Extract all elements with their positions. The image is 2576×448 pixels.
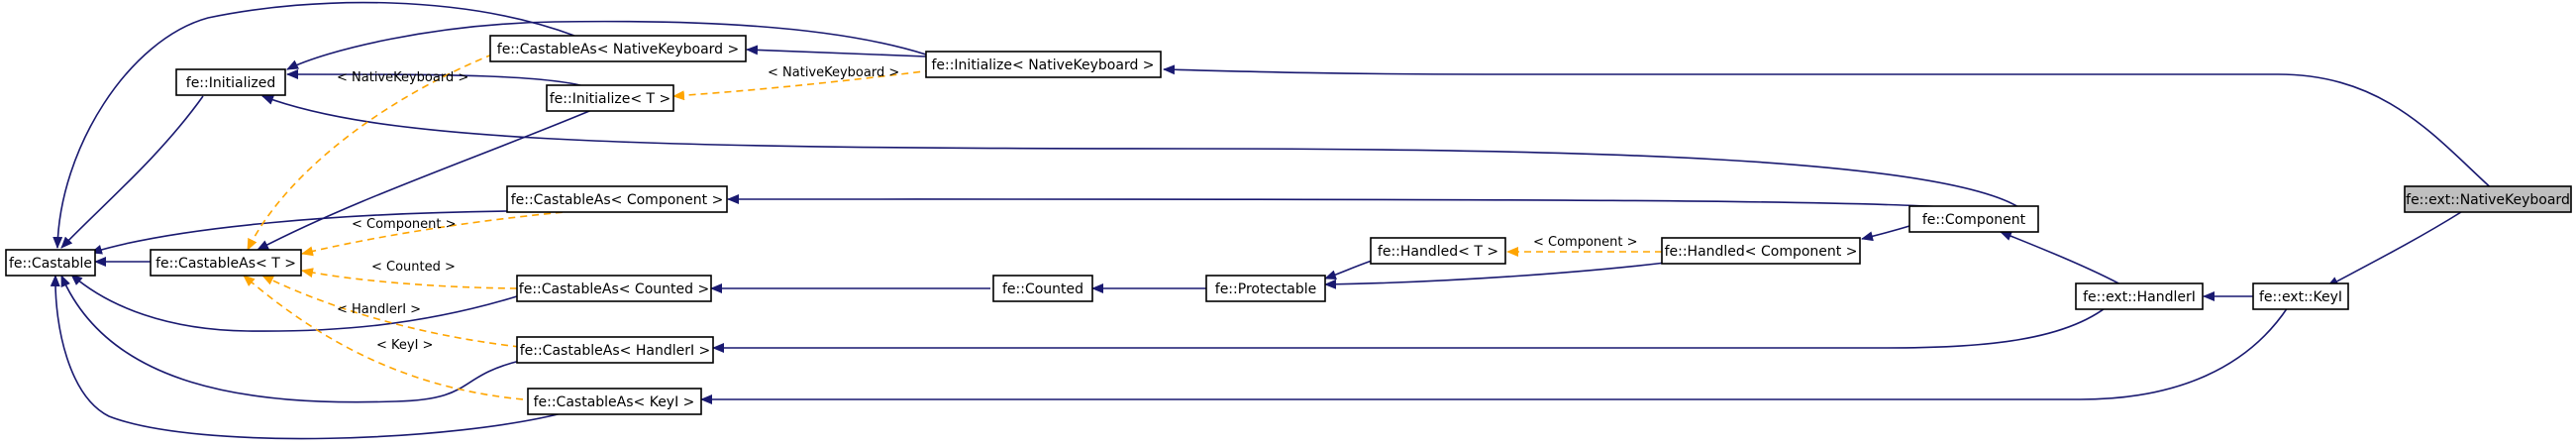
node-label: fe::Castable [9,256,92,272]
edge-castableas-nativekeyboard-to-castable [52,1,575,249]
edge-castableas-component-to-castable [90,210,508,255]
node-protectable[interactable]: fe::Protectable [1205,275,1326,302]
edge-label-component-handled: < Component > [1533,235,1638,250]
node-castableas-keyi[interactable]: fe::CastableAs< KeyI > [527,388,702,415]
node-castableas-handleri[interactable]: fe::CastableAs< HandlerI > [516,336,714,364]
edge-initialize-nativekeyboard-to-initialize-t [672,66,957,101]
node-initialize-nativekeyboard[interactable]: fe::Initialize< NativeKeyboard > [925,51,1162,78]
edge-castableas-nativekeyboard-to-castableas-t [247,45,516,251]
node-label: fe::Initialize< NativeKeyboard > [931,57,1154,73]
edge-handled-component-to-protectable [1324,261,1675,289]
node-label: fe::CastableAs< Component > [511,192,724,208]
nodes: fe::Castable fe::Initialized fe::Castabl… [5,35,2572,415]
edge-castableas-handleri-to-castableas-t [261,275,521,348]
node-nativekeyboard[interactable]: fe::ext::NativeKeyboard [2404,185,2572,213]
edge-castableas-keyi-to-castable [50,275,570,440]
edge-initialize-nativekeyboard-to-initialized [286,20,927,70]
node-label: fe::CastableAs< NativeKeyboard > [497,42,739,57]
edge-handleri-to-component [2000,231,2125,287]
edge-component-to-castableas-component [727,193,1992,211]
node-label: fe::ext::NativeKeyboard [2406,192,2570,208]
node-castableas-counted[interactable]: fe::CastableAs< Counted > [516,275,712,302]
edge-castableas-component-to-castableas-t [301,210,575,257]
edge-initialize-t-to-initialized [286,69,595,90]
node-label: fe::ext::KeyI [2259,289,2342,305]
edge-castableas-counted-to-castable [70,274,518,332]
node-castable[interactable]: fe::Castable [5,249,96,277]
node-keyi[interactable]: fe::ext::KeyI [2252,282,2349,310]
node-label: fe::Component [1922,212,2026,228]
edge-label-nativekeyboard-initialize: < NativeKeyboard > [768,65,899,80]
node-label: fe::CastableAs< T > [155,256,296,272]
edge-component-to-handled-component [1861,225,1910,242]
edge-labels: < NativeKeyboard > < NativeKeyboard > < … [337,65,1638,353]
node-castableas-nativekeyboard[interactable]: fe::CastableAs< NativeKeyboard > [489,35,747,62]
edge-initialized-to-castable [60,95,204,249]
node-handleri[interactable]: fe::ext::HandlerI [2075,282,2204,310]
node-label: fe::Handled< Component > [1665,244,1858,260]
edge-label-nativekeyboard-castable: < NativeKeyboard > [337,70,468,85]
node-label: fe::CastableAs< Counted > [519,281,709,297]
node-castableas-component[interactable]: fe::CastableAs< Component > [506,185,728,213]
edge-initialize-t-to-castableas-t [257,108,595,251]
node-component[interactable]: fe::Component [1908,205,2039,233]
edge-handleri-to-castableas-handleri [712,299,2115,353]
node-initialized[interactable]: fe::Initialized [175,68,286,96]
edge-component-to-initialized [261,95,2021,209]
template-edges [243,45,1674,401]
edge-handled-t-to-protectable [1324,259,1376,280]
edge-keyi-to-castableas-keyi [700,306,2289,404]
edge-castableas-keyi-to-castableas-t [243,275,536,401]
node-counted[interactable]: fe::Counted [992,275,1093,302]
node-handled-t[interactable]: fe::Handled< T > [1370,237,1506,265]
edge-castableas-handleri-to-castable [60,275,521,403]
node-label: fe::ext::HandlerI [2083,289,2196,305]
edge-label-handleri-castable: < HandlerI > [337,302,421,317]
node-label: fe::Initialize< T > [550,91,670,107]
node-initialize-t[interactable]: fe::Initialize< T > [546,84,674,112]
node-label: fe::Protectable [1215,281,1316,297]
node-label: fe::CastableAs< KeyI > [534,394,695,410]
edge-nativekeyboard-to-keyi [2326,211,2462,287]
edge-nativekeyboard-to-initialize-nativekeyboard [1163,64,2497,193]
edge-label-counted-castable: < Counted > [371,260,456,275]
edge-label-keyi-castable: < KeyI > [376,338,433,353]
node-handled-component[interactable]: fe::Handled< Component > [1661,237,1861,265]
node-label: fe::Counted [1002,281,1083,297]
edge-castableas-counted-to-castableas-t [301,268,518,289]
inheritance-edges [50,1,2497,440]
node-label: fe::CastableAs< HandlerI > [520,343,711,359]
edge-label-component-castable: < Component > [352,217,457,232]
node-label: fe::Handled< T > [1378,244,1498,260]
edge-initialize-nativekeyboard-to-castableas-nativekeyboard [746,45,927,57]
node-castableas-t[interactable]: fe::CastableAs< T > [150,249,302,277]
node-label: fe::Initialized [186,75,275,91]
